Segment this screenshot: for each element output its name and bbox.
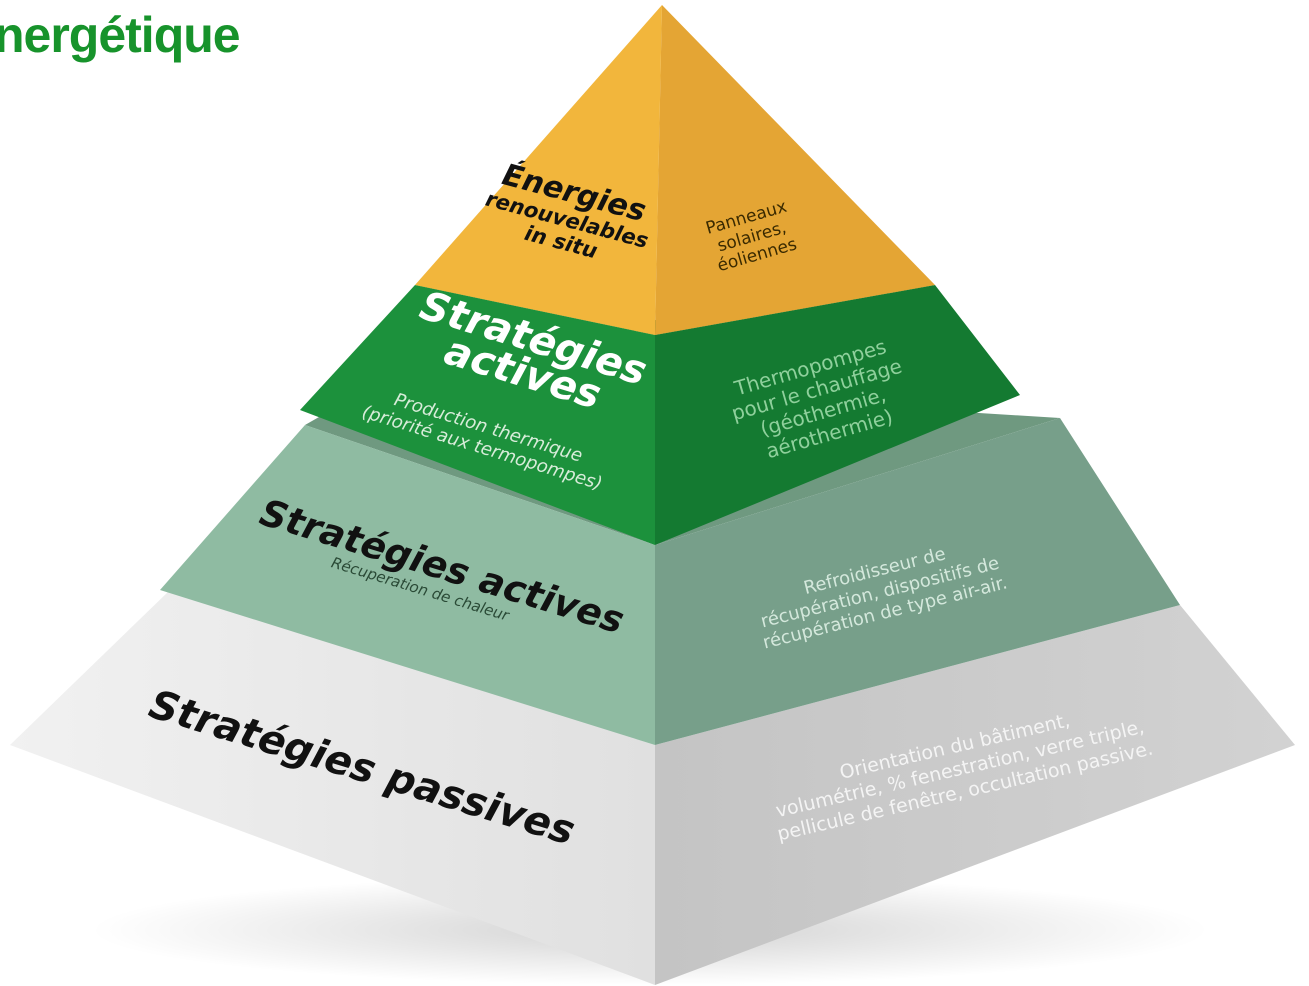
tier-active-thermal-right-face [655,285,1020,545]
tier-passive-right-face [655,605,1295,985]
tier-renewables-right-face [655,5,935,335]
tier-active-recovery-right-face [655,418,1180,745]
tier-active-recovery-left-face [160,425,655,745]
tier-passive-left-face [10,590,655,985]
tier-renewables [415,5,935,335]
tier-renewables-left-face [415,5,662,335]
tier-active-thermal-left-face [300,285,655,545]
page-title: nergétique [0,7,241,63]
